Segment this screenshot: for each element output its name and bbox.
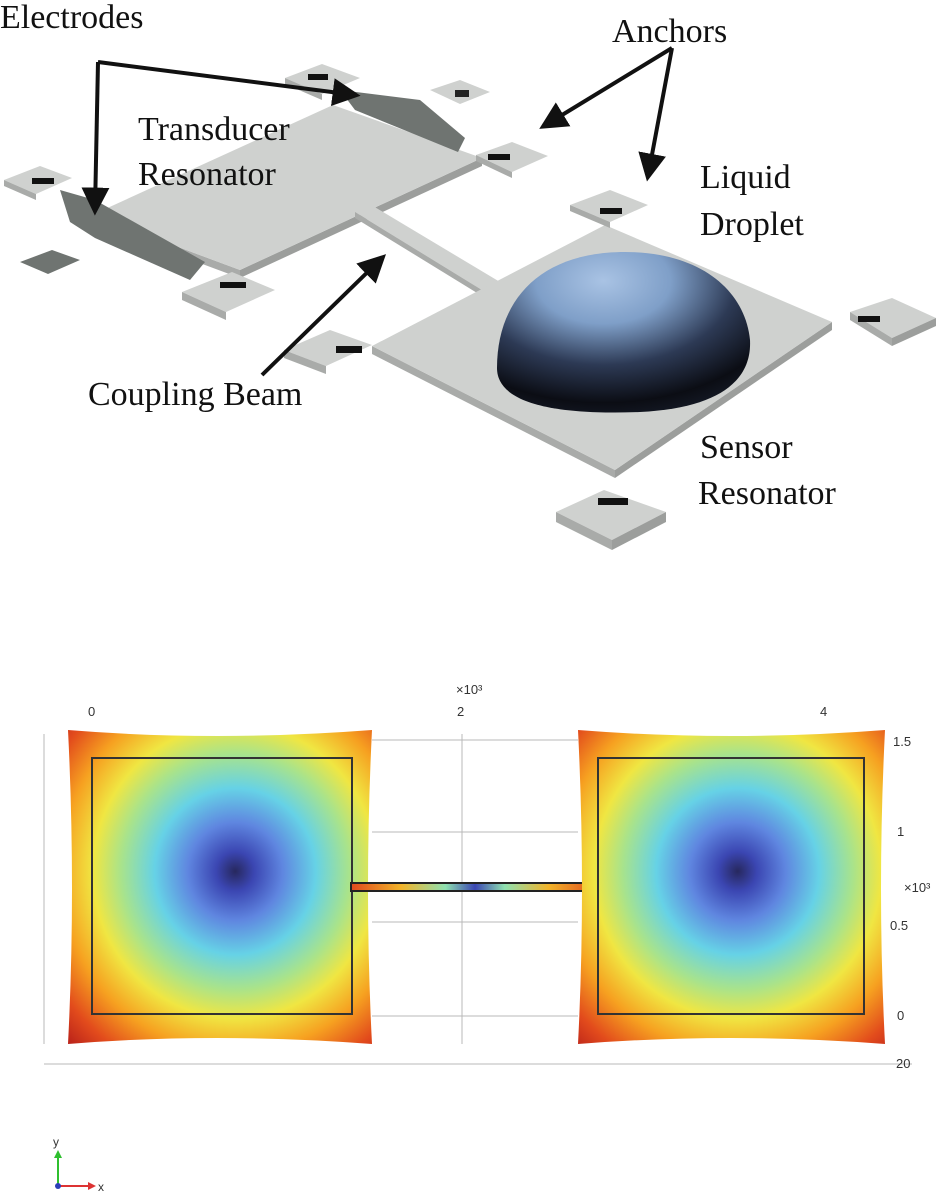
anchor-pad bbox=[182, 272, 275, 320]
y-tick-1: 1 bbox=[897, 824, 904, 839]
x-tick-2: 2 bbox=[457, 704, 464, 719]
x-tick-4: 4 bbox=[820, 704, 827, 719]
label-transducer-1: Transducer bbox=[138, 111, 290, 148]
x-multiplier: ×10³ bbox=[456, 682, 483, 697]
y-tick-0: 0 bbox=[897, 1008, 904, 1023]
y-multiplier: ×10³ bbox=[904, 880, 931, 895]
plot-axes bbox=[43, 734, 912, 1065]
y-tick-1.5: 1.5 bbox=[893, 734, 911, 749]
coupling-beam-3d bbox=[355, 206, 500, 296]
label-transducer-2: Resonator bbox=[138, 156, 276, 193]
x-tick-bottom-overlap: 20 bbox=[896, 1056, 910, 1071]
label-electrodes: Electrodes bbox=[0, 0, 144, 36]
label-liquid-2: Droplet bbox=[700, 206, 804, 243]
label-anchors: Anchors bbox=[612, 13, 728, 50]
liquid-droplet bbox=[497, 252, 751, 413]
transducer-mode-shape bbox=[68, 730, 372, 1044]
anchor-pad bbox=[556, 490, 666, 550]
resonator-schematic bbox=[4, 46, 936, 550]
anchor-pad bbox=[570, 190, 648, 228]
arrow-anchors-1 bbox=[539, 46, 674, 129]
anchor-pad bbox=[4, 166, 72, 200]
label-coupling-beam: Coupling Beam bbox=[88, 376, 303, 413]
label-liquid-1: Liquid bbox=[700, 159, 791, 196]
arrow-anchors-2 bbox=[638, 47, 674, 182]
y-tick-0.5: 0.5 bbox=[890, 918, 908, 933]
coupling-beam-mode-shape bbox=[350, 882, 600, 892]
electrode-right bbox=[340, 80, 490, 152]
arrow-coupling-beam bbox=[260, 254, 387, 377]
arrow-electrodes-left bbox=[81, 61, 110, 216]
x-tick-0: 0 bbox=[88, 704, 95, 719]
mode-shape-plot: ×10³ 0 2 4 1.5 1 ×10³ 0.5 0 20 y x bbox=[43, 682, 931, 1194]
arrow-electrodes-right bbox=[97, 60, 361, 107]
anchor-pad bbox=[850, 298, 936, 346]
sensor-mode-shape bbox=[578, 730, 885, 1044]
axis-triad: y x bbox=[53, 1135, 104, 1194]
label-sensor-2: Resonator bbox=[698, 475, 836, 512]
annotation-arrows bbox=[81, 46, 674, 377]
anchor-pad bbox=[284, 330, 372, 374]
triad-x-label: x bbox=[98, 1180, 104, 1194]
anchor-pad bbox=[476, 142, 548, 178]
triad-y-label: y bbox=[53, 1135, 59, 1149]
label-sensor-1: Sensor bbox=[700, 429, 793, 466]
